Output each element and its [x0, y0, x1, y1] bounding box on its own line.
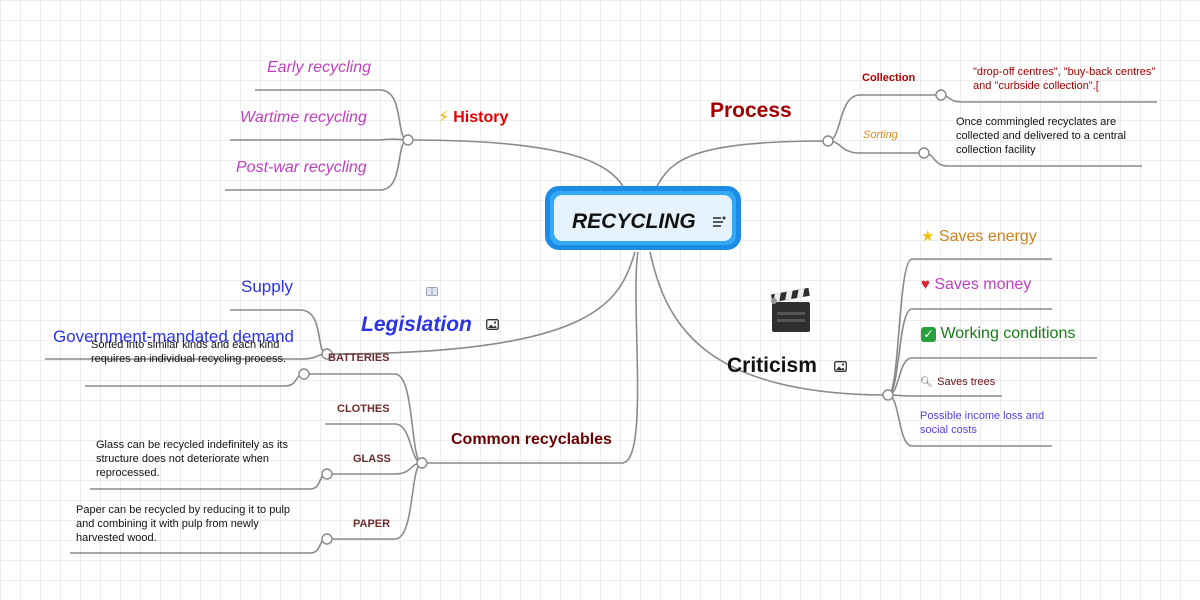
central-topic-title: RECYCLING: [572, 210, 696, 233]
history-topic[interactable]: ⚡History: [438, 107, 508, 127]
criticism-child-income-loss[interactable]: Possible income loss and social costs: [920, 410, 1045, 436]
common-child-batteries[interactable]: BATTERIES: [328, 352, 390, 364]
lightning-icon: ⚡: [438, 109, 450, 126]
legislation-child-supply[interactable]: Supply: [241, 277, 293, 296]
image-icon[interactable]: [834, 361, 847, 372]
book-icon: [426, 287, 438, 296]
criticism-label[interactable]: Criticism: [727, 354, 817, 377]
history-child-wartime[interactable]: Wartime recycling: [240, 109, 367, 126]
saves-trees-label: Saves trees: [937, 376, 996, 388]
working-conditions-label: Working conditions: [940, 325, 1076, 342]
criticism-child-working-conditions[interactable]: ✓ Working conditions: [921, 325, 1075, 343]
criticism-child-saves-energy[interactable]: ★ Saves energy: [921, 227, 1037, 246]
criticism-child-saves-money[interactable]: ♥ Saves money: [921, 276, 1031, 294]
check-icon: ✓: [921, 327, 936, 342]
legislation-child-demand[interactable]: Government-mandated demand: [53, 327, 294, 346]
common-child-glass[interactable]: GLASS: [353, 453, 391, 465]
common-child-paper[interactable]: PAPER: [353, 518, 391, 530]
history-label: History: [453, 109, 509, 126]
process-child-collection[interactable]: Collection: [862, 72, 916, 84]
sorting-note: Once commingled recyclates are collected…: [956, 116, 1126, 156]
history-child-early[interactable]: Early recycling: [267, 59, 372, 76]
process-label[interactable]: Process: [710, 99, 792, 122]
central-topic[interactable]: RECYCLING: [545, 186, 741, 250]
note-icon[interactable]: [712, 216, 726, 228]
batteries-note: Sorted into similar kinds and each kind …: [91, 339, 287, 365]
saves-energy-label: Saves energy: [938, 228, 1037, 245]
star-icon: ★: [921, 228, 935, 245]
collection-note: "drop-off centres", "buy-back centres" a…: [973, 66, 1156, 92]
saves-money-label: Saves money: [934, 276, 1032, 293]
process-child-sorting[interactable]: Sorting: [863, 129, 898, 141]
magnifier-icon: 🔍︎: [920, 377, 933, 388]
criticism-child-saves-trees[interactable]: 🔍︎ Saves trees: [920, 372, 995, 390]
image-icon[interactable]: [486, 319, 499, 330]
history-child-postwar[interactable]: Post-war recycling: [236, 159, 367, 176]
clapperboard-icon: [770, 287, 810, 332]
glass-note: Glass can be recycled indefinitely as it…: [96, 439, 288, 479]
paper-note: Paper can be recycled by reducing it to …: [76, 504, 291, 544]
common-recyclables-label[interactable]: Common recyclables: [451, 431, 612, 448]
common-child-clothes[interactable]: CLOTHES: [337, 403, 390, 415]
legislation-label[interactable]: Legislation: [361, 313, 472, 336]
heart-icon: ♥: [921, 276, 930, 293]
